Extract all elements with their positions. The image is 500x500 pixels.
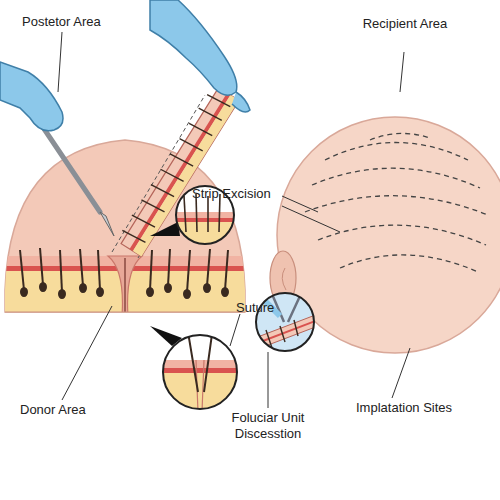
magnifier-ring (163, 335, 237, 409)
dash-line (305, 196, 488, 215)
dermis (160, 368, 240, 373)
glove-hand (0, 62, 63, 131)
hair (168, 249, 170, 286)
implant-dashes (305, 133, 488, 272)
hair (160, 168, 183, 183)
grafts (266, 320, 298, 348)
ear-detail (282, 268, 286, 290)
hair (80, 249, 83, 286)
part-label: Implatation Sites (356, 400, 486, 416)
bulb (165, 284, 171, 292)
part-label: Suture (236, 300, 296, 316)
skin-layers (0, 248, 250, 316)
incision-fold (108, 256, 142, 316)
hair (184, 196, 186, 232)
hair (199, 106, 222, 121)
pointer-wedge (150, 222, 180, 236)
bulb (147, 288, 153, 296)
leader-line (282, 206, 340, 232)
leader-line (58, 32, 62, 92)
hair (122, 229, 145, 244)
dash-line (312, 168, 480, 188)
part-label: Recipient Area (362, 16, 448, 32)
bulb (40, 283, 46, 291)
glove-hand (150, 0, 237, 95)
epidermis (160, 360, 240, 368)
magnifier (150, 326, 240, 413)
leader-line (392, 348, 410, 398)
hair (150, 250, 152, 290)
leader-line (282, 196, 318, 212)
dash-line (318, 225, 486, 245)
bulb (184, 290, 190, 298)
bulb (21, 288, 27, 296)
hair (187, 250, 190, 292)
leader-line (268, 352, 269, 408)
leader-line (400, 52, 404, 92)
leader-line (62, 306, 112, 400)
bulb (59, 290, 65, 298)
donor-head (0, 140, 250, 316)
dash-line (370, 133, 430, 140)
magnified-suture (160, 332, 240, 413)
hair (294, 320, 298, 336)
hair (132, 213, 155, 228)
suture-line (124, 258, 126, 316)
bulb (97, 288, 103, 296)
hair (60, 250, 62, 292)
hair (180, 137, 203, 152)
fat-layer (160, 373, 240, 413)
hair (225, 250, 228, 290)
hair (189, 122, 212, 137)
bulb (80, 284, 86, 292)
epidermis (170, 212, 240, 218)
hair (151, 183, 174, 198)
hair (188, 332, 212, 392)
hair (98, 250, 100, 290)
dermis (170, 218, 240, 222)
part-label: Postetor Area (22, 14, 142, 30)
dash-line (340, 255, 478, 272)
graft-strip (255, 314, 318, 350)
part-label: Strip Excision (192, 186, 282, 202)
fat-layer (170, 222, 240, 252)
hair (207, 196, 209, 232)
part-label: Donor Area (20, 402, 120, 418)
leader-lines (58, 32, 410, 408)
hair (170, 152, 193, 167)
glove-finger (232, 92, 250, 112)
hair (280, 326, 285, 342)
scalpel-blade (100, 212, 114, 236)
hair (40, 248, 43, 285)
hair (20, 250, 24, 290)
hair (141, 198, 164, 213)
dash-line (325, 143, 468, 161)
section-base (5, 311, 245, 312)
hair (207, 249, 210, 286)
part-label: Foluciar Unit Discesstion (222, 410, 314, 442)
bulb (222, 288, 228, 296)
bulb (204, 284, 210, 292)
leader-line (230, 314, 240, 346)
